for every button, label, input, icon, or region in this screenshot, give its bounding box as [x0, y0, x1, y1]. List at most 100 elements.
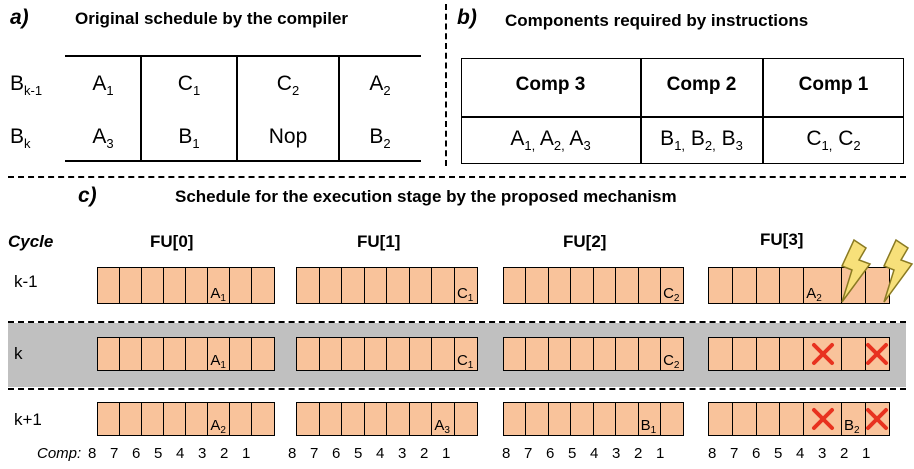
- component-slot: [803, 337, 843, 371]
- component-slot: [779, 267, 805, 304]
- component-slot: [408, 337, 433, 371]
- block-label: Bk-1: [10, 72, 43, 98]
- comp-number: 7: [310, 445, 319, 462]
- schedule-cell: B2: [369, 125, 391, 151]
- fu1-slots: C1: [296, 337, 478, 371]
- comp1-header: Comp 1: [798, 74, 869, 95]
- fu3-title: FU[3]: [760, 230, 804, 249]
- component-slot: [453, 402, 478, 436]
- comp-number: 6: [546, 445, 555, 462]
- component-slot: [779, 337, 805, 371]
- panel-c-title: Schedule for the execution stage by the …: [175, 187, 677, 206]
- cycle-header: Cycle: [8, 232, 54, 251]
- component-slot: [229, 267, 253, 304]
- component-slot: [341, 267, 366, 304]
- fu1-slots: C1: [296, 267, 478, 304]
- comp-number: 4: [176, 445, 185, 462]
- comp-number: 7: [110, 445, 119, 462]
- component-slot: [229, 337, 253, 371]
- component-slot: C2: [660, 267, 684, 304]
- component-slot: [615, 267, 640, 304]
- comp-number: 8: [502, 445, 511, 462]
- comp-number: 6: [132, 445, 141, 462]
- component-slot: [141, 402, 165, 436]
- comp-number: 8: [88, 445, 97, 462]
- component-slot: [570, 402, 595, 436]
- fu2-slots: C2: [503, 337, 684, 371]
- comp-number: 6: [332, 445, 341, 462]
- panel-b-tag: b): [457, 6, 477, 29]
- component-slot: [119, 337, 143, 371]
- comp-number: 2: [840, 445, 849, 462]
- schedule-cell: A2: [369, 72, 391, 98]
- panel-a-title: Original schedule by the compiler: [75, 9, 349, 28]
- component-slot: [547, 267, 572, 304]
- component-slot: C1: [453, 337, 478, 371]
- component-slot: [637, 267, 662, 304]
- component-slot: [708, 267, 734, 304]
- comp-number: 2: [220, 445, 229, 462]
- component-slot: C2: [660, 337, 684, 371]
- instruction-label: A2: [806, 285, 822, 304]
- component-slot: [386, 337, 411, 371]
- component-slot: [141, 337, 165, 371]
- cycle-k-bottom-divider: [8, 388, 906, 390]
- section-divider: [8, 176, 906, 178]
- component-slot: A2: [803, 267, 843, 304]
- panel-b-title: Components required by instructions: [505, 11, 809, 30]
- disabled-x-icon: [811, 408, 834, 430]
- component-slot: [731, 267, 758, 304]
- component-slot: [503, 337, 527, 371]
- comp-number: 4: [590, 445, 599, 462]
- comp-number: 8: [708, 445, 717, 462]
- comp1-instructions: C1, C2: [806, 127, 861, 153]
- component-slot: [431, 267, 456, 304]
- lightning-icon: [840, 238, 914, 303]
- cycle-label-k-1: k-1: [14, 272, 38, 291]
- schedule-cell: A1: [92, 72, 114, 98]
- comp-number: 1: [242, 445, 251, 462]
- comp-number: 4: [376, 445, 385, 462]
- component-slot: [864, 337, 891, 371]
- component-slot: [592, 267, 617, 304]
- schedule-cell: C1: [177, 72, 201, 98]
- component-slot: [803, 402, 843, 436]
- fu2-slots: B1: [503, 402, 684, 436]
- component-slot: B1: [637, 402, 662, 436]
- cycle-k-top-divider: [8, 321, 906, 323]
- fu2-title: FU[2]: [563, 232, 607, 251]
- component-slot: [708, 402, 734, 436]
- component-slot: [97, 267, 121, 304]
- component-slot: [97, 337, 121, 371]
- component-slot: [755, 337, 781, 371]
- component-slot: [97, 402, 121, 436]
- component-slot: [708, 337, 734, 371]
- fu1-slots: A3: [296, 402, 478, 436]
- component-slot: [341, 337, 366, 371]
- schedule-cell: Nop: [268, 125, 308, 148]
- panel-a-tag: a): [10, 6, 29, 29]
- component-slot: [731, 402, 758, 436]
- component-slot: [525, 402, 550, 436]
- component-slot: [163, 267, 187, 304]
- component-slot: [318, 267, 343, 304]
- comp2-header: Comp 2: [666, 74, 737, 95]
- panel-divider: [445, 4, 447, 166]
- component-slot: A1: [207, 267, 231, 304]
- component-slot: A3: [431, 402, 456, 436]
- instruction-label: A1: [210, 285, 226, 304]
- component-slot: A1: [207, 337, 231, 371]
- fu3-slots: A2: [708, 267, 891, 304]
- schedule-cell: B1: [178, 125, 200, 151]
- instruction-label: C2: [663, 285, 680, 304]
- component-slot: [185, 402, 209, 436]
- instruction-label: A3: [434, 417, 450, 436]
- component-slot: [163, 402, 187, 436]
- comp-number: 7: [730, 445, 739, 462]
- comp-number: 3: [398, 445, 407, 462]
- component-slot: [570, 337, 595, 371]
- instruction-label: B2: [843, 417, 860, 436]
- component-slot: [547, 402, 572, 436]
- component-slot: [660, 402, 684, 436]
- component-slot: [779, 402, 805, 436]
